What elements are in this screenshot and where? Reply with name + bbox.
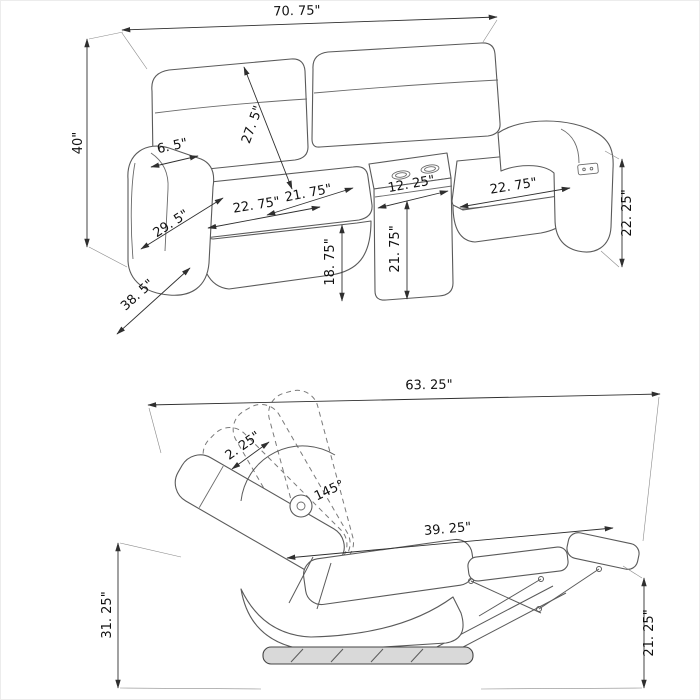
cup-holder-right [420, 164, 440, 174]
dim-headrest-offset: 2. 25" [223, 429, 270, 470]
dim-seat-front-height: 18. 75" [323, 224, 345, 302]
cup-holder-left [391, 170, 411, 180]
base-rail-hatch [290, 648, 424, 663]
recliner-base-rail [262, 646, 474, 665]
pivot-outer [289, 494, 313, 518]
dim-console-front-height: 21. 75" [388, 200, 410, 300]
angle-label: 145° [312, 477, 347, 504]
dimension-label: 40" [71, 132, 86, 155]
loveseat-right-arm [497, 120, 614, 253]
dim-footrest-length: 39. 25" [286, 520, 614, 560]
loveseat-right-back-seam [313, 79, 499, 94]
dimension-label: 39. 25" [423, 520, 471, 539]
dim-arm-height: 22. 25" [600, 150, 635, 268]
dimension-label: 22. 75" [489, 175, 538, 197]
dimension-label: 70. 75" [273, 3, 321, 19]
dim-recline-angle: 145° [312, 477, 347, 504]
dim-overall-height: 40" [71, 31, 128, 268]
recliner-side-frame [240, 588, 464, 652]
loveseat-right-back-cushion [311, 42, 501, 148]
recliner-drawing: 63. 25" 2. 25" 145° 39. 25" 31. 25" 21. … [100, 378, 661, 690]
dimension-label: 21. 75" [388, 225, 403, 272]
dim-footrest-height: 21. 25" [480, 565, 657, 690]
dimension-label: 6. 5" [156, 136, 189, 157]
dim-reclined-length: 63. 25" [147, 378, 661, 542]
dimension-label: 18. 75" [323, 238, 338, 285]
dimension-label: 22. 25" [620, 189, 635, 236]
dim-reclined-height: 31. 25" [100, 542, 262, 690]
dimension-label: 31. 25" [100, 591, 115, 638]
recline-angle-arc [240, 445, 336, 502]
foot-pad [566, 532, 640, 570]
dimension-label: 21. 25" [642, 609, 657, 656]
left-arm-stitch [130, 162, 136, 260]
dim-right-seat-width: 22. 75" [459, 175, 571, 209]
dimension-label: 63. 25" [405, 378, 453, 394]
right-arm-roll-seam [560, 128, 580, 164]
loveseat-drawing: 70. 75" 40" 27. 5" 6. 5" 29. 5" 22. 75" … [71, 3, 635, 335]
pivot-inner [296, 501, 306, 511]
footrest-panel [467, 546, 569, 582]
dim-arm-top-width: 6. 5" [150, 136, 199, 168]
console-front [373, 177, 454, 301]
power-button-panel [577, 162, 599, 176]
dim-overall-width: 70. 75" [121, 3, 498, 70]
